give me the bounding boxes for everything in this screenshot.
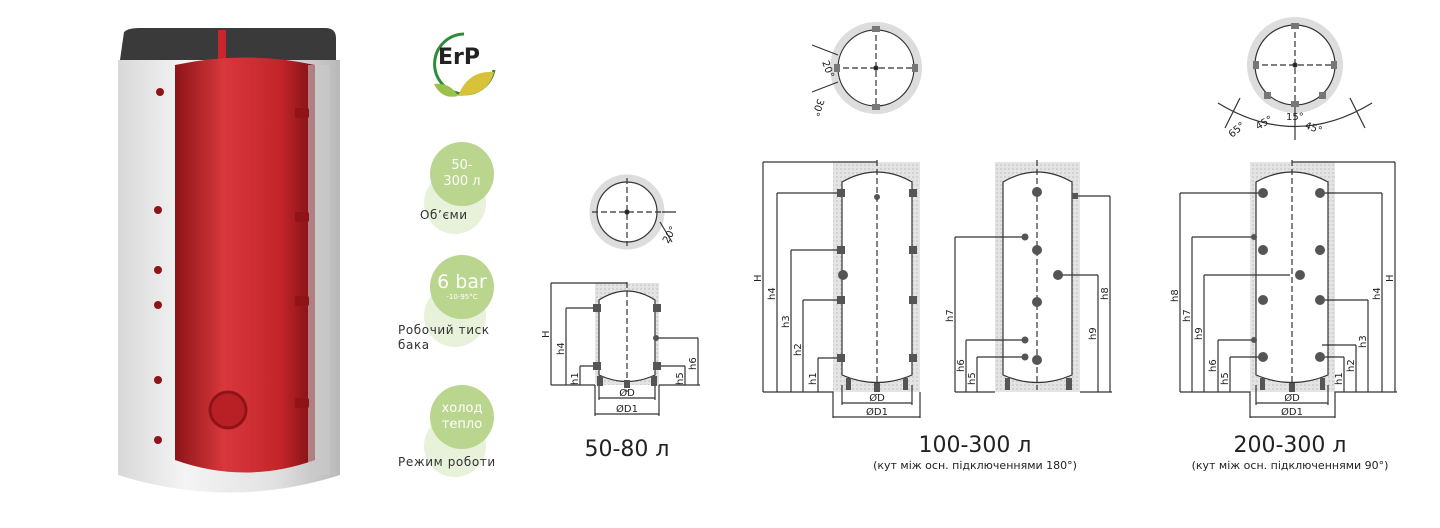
dim-label-h3: h3 [781, 315, 792, 328]
diagram-200-300-side-view [1179, 160, 1397, 418]
dim-label-h6: h6 [956, 359, 967, 372]
feature-pressure: 6 bar -10-95°C Робочий тиск бака [398, 255, 510, 365]
erp-logo: ErP [428, 30, 500, 102]
feature-volumes: 50- 300 л Об’єми [412, 142, 522, 252]
dim-label-h2: h2 [1346, 359, 1357, 372]
dim-label-h1: h1 [808, 372, 819, 385]
diagram-caption-50-80: 50-80 л [585, 437, 670, 462]
feature-mode-label: Режим роботи [398, 455, 496, 469]
dim-label-h5: h5 [675, 372, 686, 385]
diagram-200-300-top-view [1217, 17, 1373, 140]
diagram-100-300-side-view-rear [954, 160, 1112, 393]
dim-label-diameter-outer: ØD1 [616, 403, 638, 415]
diagram-100-300-side-view-front [762, 160, 921, 418]
diagram-subcaption-200-300: (кут між осн. підключеннями 90°) [1192, 459, 1389, 472]
angle-label: 15° [1286, 112, 1304, 123]
angle-label: 65° [1227, 120, 1248, 140]
buffer-tank-illustration [118, 28, 340, 493]
dim-label-h9: h9 [1088, 327, 1099, 340]
feature-operating-mode: холод тепло Режим роботи [398, 385, 510, 495]
dim-label-h5: h5 [967, 372, 978, 385]
diagram-caption-100-300: 100-300 л [919, 433, 1032, 458]
feature-pressure-label-1: Робочий тиск [398, 323, 490, 337]
diagram-subcaption-100-300: (кут між осн. підключеннями 180°) [873, 459, 1077, 472]
dim-label-h6: h6 [1208, 359, 1219, 372]
dim-label-h8: h8 [1100, 287, 1111, 300]
diagram-50-80-side-view [550, 282, 700, 416]
feature-mode-value-2: тепло [441, 417, 483, 432]
erp-logo-text: ErP [438, 45, 480, 70]
dim-label-h4: h4 [556, 342, 567, 355]
feature-temperature-range: -10-95°C [446, 293, 478, 302]
dim-label-diameter-outer: ØD1 [866, 406, 888, 418]
dim-label-h9: h9 [1194, 327, 1205, 340]
diagram-50-80-top-view [589, 174, 676, 250]
dim-label-diameter-outer: ØD1 [1281, 406, 1303, 418]
dim-label-H: H [753, 274, 764, 282]
dim-label-h8: h8 [1170, 289, 1181, 302]
dim-label-h7: h7 [1182, 309, 1193, 322]
dim-label-h2: h2 [793, 343, 804, 356]
dim-label-h7: h7 [945, 309, 956, 322]
dim-label-h1: h1 [570, 372, 581, 385]
feature-mode-value-1: холод [441, 400, 483, 416]
dim-label-diameter: ØD [1284, 392, 1300, 404]
feature-volumes-value-2: 300 л [443, 174, 481, 189]
feature-volumes-value-1: 50- [451, 157, 473, 173]
feature-volumes-label: Об’єми [420, 208, 468, 222]
dim-label-diameter: ØD [869, 392, 885, 404]
angle-label: 30° [809, 97, 825, 117]
angle-label: 45° [1254, 114, 1275, 132]
dim-label-H: H [541, 330, 552, 338]
dim-label-h4: h4 [1372, 287, 1383, 300]
dim-label-h3: h3 [1358, 335, 1369, 348]
feature-pressure-value: 6 bar [437, 271, 487, 294]
angle-label: 45° [1303, 120, 1323, 136]
dim-label-h5: h5 [1220, 372, 1231, 385]
dim-label-h4: h4 [767, 287, 778, 300]
feature-pressure-label-2: бака [398, 338, 430, 352]
diagram-100-300-top-view [811, 22, 922, 114]
dim-label-h1: h1 [1334, 372, 1345, 385]
dim-label-h6: h6 [688, 357, 699, 370]
dim-label-diameter: ØD [619, 387, 635, 399]
diagram-caption-200-300: 200-300 л [1234, 433, 1347, 458]
dim-label-H: H [1385, 274, 1396, 282]
